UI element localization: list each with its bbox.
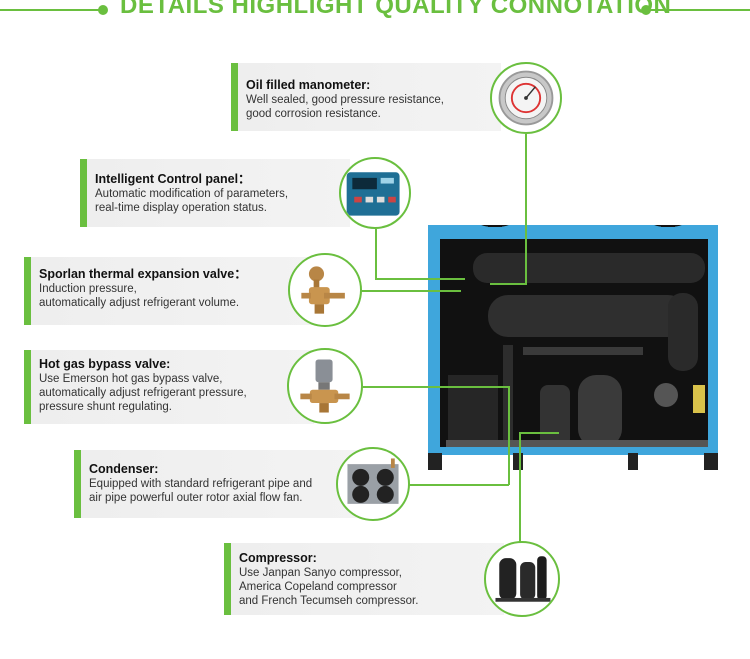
feature-desc-line: Equipped with standard refrigerant pipe … [89, 478, 313, 490]
control-panel-icon [339, 157, 411, 229]
leader-line-control-panel-h [375, 278, 465, 280]
bypass-valve-icon [287, 348, 363, 424]
header-line-left [0, 9, 100, 11]
feature-desc-line: America Copeland compressor [239, 581, 397, 593]
feature-desc-line: Automatic modification of parameters, [95, 188, 289, 200]
feature-card-compressor: Compressor: Use Janpan Sanyo compressor,… [224, 543, 504, 615]
feature-desc-line: Use Janpan Sanyo compressor, [239, 567, 403, 579]
feature-card-manometer: Oil filled manometer: Well sealed, good … [231, 63, 501, 131]
feature-card-control-panel: Intelligent Control panel： Automatic mod… [80, 159, 350, 227]
air-dryer-machine-image [428, 225, 718, 470]
leader-line-condenser-v [508, 388, 510, 485]
feature-desc-line: air pipe powerful outer rotor axial flow… [89, 492, 303, 504]
feature-desc-line: good corrosion resistance. [246, 108, 381, 120]
manometer-icon [490, 62, 562, 134]
feature-desc-line: pressure shunt regulating. [39, 401, 172, 413]
leader-line-compressor [519, 432, 521, 542]
leader-line-manometer [525, 134, 527, 284]
feature-title: Sporlan thermal expansion valve： [39, 267, 247, 281]
header-line-right [650, 9, 750, 11]
leader-line-bypass-valve [362, 386, 510, 388]
feature-title: Compressor: [239, 551, 317, 565]
feature-title: Hot gas bypass valve: [39, 357, 171, 371]
feature-desc-line: automatically adjust refrigerant pressur… [39, 387, 247, 399]
leader-line-condenser [409, 484, 509, 486]
compressor-icon [484, 541, 560, 617]
feature-desc-line: real-time display operation status. [95, 202, 267, 214]
condenser-icon [336, 447, 410, 521]
leader-line-manometer-h [490, 283, 527, 285]
expansion-valve-icon [288, 253, 362, 327]
feature-card-condenser: Condenser: Equipped with standard refrig… [74, 450, 359, 518]
feature-title: Condenser: [89, 462, 159, 476]
leader-line-control-panel [375, 229, 377, 279]
page-title: DETAILS HIGHLIGHT QUALITY CONNOTATION [120, 0, 672, 19]
feature-desc-line: Well sealed, good pressure resistance, [246, 94, 444, 106]
feature-desc-line: automatically adjust refrigerant volume. [39, 297, 240, 309]
feature-card-expansion-valve: Sporlan thermal expansion valve： Inducti… [24, 257, 314, 325]
feature-card-bypass-valve: Hot gas bypass valve: Use Emerson hot ga… [24, 350, 314, 424]
feature-desc-line: Induction pressure, [39, 283, 137, 295]
feature-desc-line: and French Tecumseh compressor. [239, 595, 419, 607]
feature-desc-line: Use Emerson hot gas bypass valve, [39, 373, 223, 385]
header-dot-right [641, 5, 651, 15]
header-dot-left [98, 5, 108, 15]
leader-line-expansion-valve [361, 290, 461, 292]
leader-line-compressor-h [519, 432, 559, 434]
feature-title: Oil filled manometer: [246, 78, 371, 92]
feature-title: Intelligent Control panel： [95, 172, 251, 186]
